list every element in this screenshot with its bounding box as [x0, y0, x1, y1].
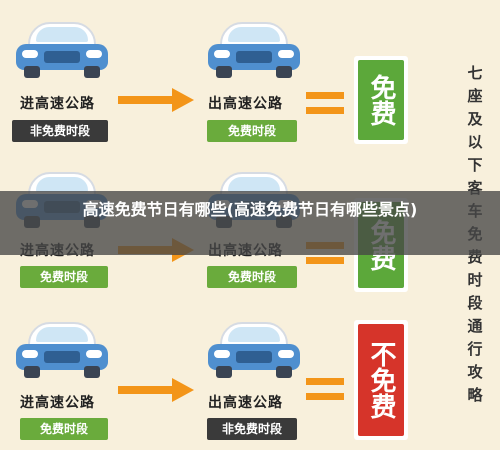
- exit-period-badge: 免费时段: [207, 120, 297, 142]
- car-icon: [206, 320, 302, 380]
- equals-icon: [306, 92, 344, 114]
- exit-period-badge: 非免费时段: [207, 418, 297, 440]
- caption-banner: 高速免费节日有哪些(高速免费节日有哪些景点): [0, 191, 500, 255]
- right-arrow-icon: [118, 378, 194, 402]
- exit-period-badge: 免费时段: [207, 266, 297, 288]
- right-arrow-icon: [118, 88, 194, 112]
- car-icon: [14, 320, 110, 380]
- equals-icon: [306, 378, 344, 400]
- result-box: 免费: [354, 56, 408, 144]
- result-box: 不免费: [354, 320, 408, 440]
- enter-period-badge: 免费时段: [20, 266, 108, 288]
- result-text: 免费: [358, 60, 404, 140]
- car-icon: [14, 20, 110, 80]
- exit-highway-label: 出高速公路: [208, 395, 283, 411]
- car-icon: [206, 20, 302, 80]
- enter-highway-label: 进高速公路: [20, 395, 95, 411]
- exit-highway-label: 出高速公路: [208, 96, 283, 112]
- enter-period-badge: 非免费时段: [12, 120, 108, 142]
- enter-period-badge: 免费时段: [20, 418, 108, 440]
- enter-highway-label: 进高速公路: [20, 96, 95, 112]
- result-text: 不免费: [358, 324, 404, 436]
